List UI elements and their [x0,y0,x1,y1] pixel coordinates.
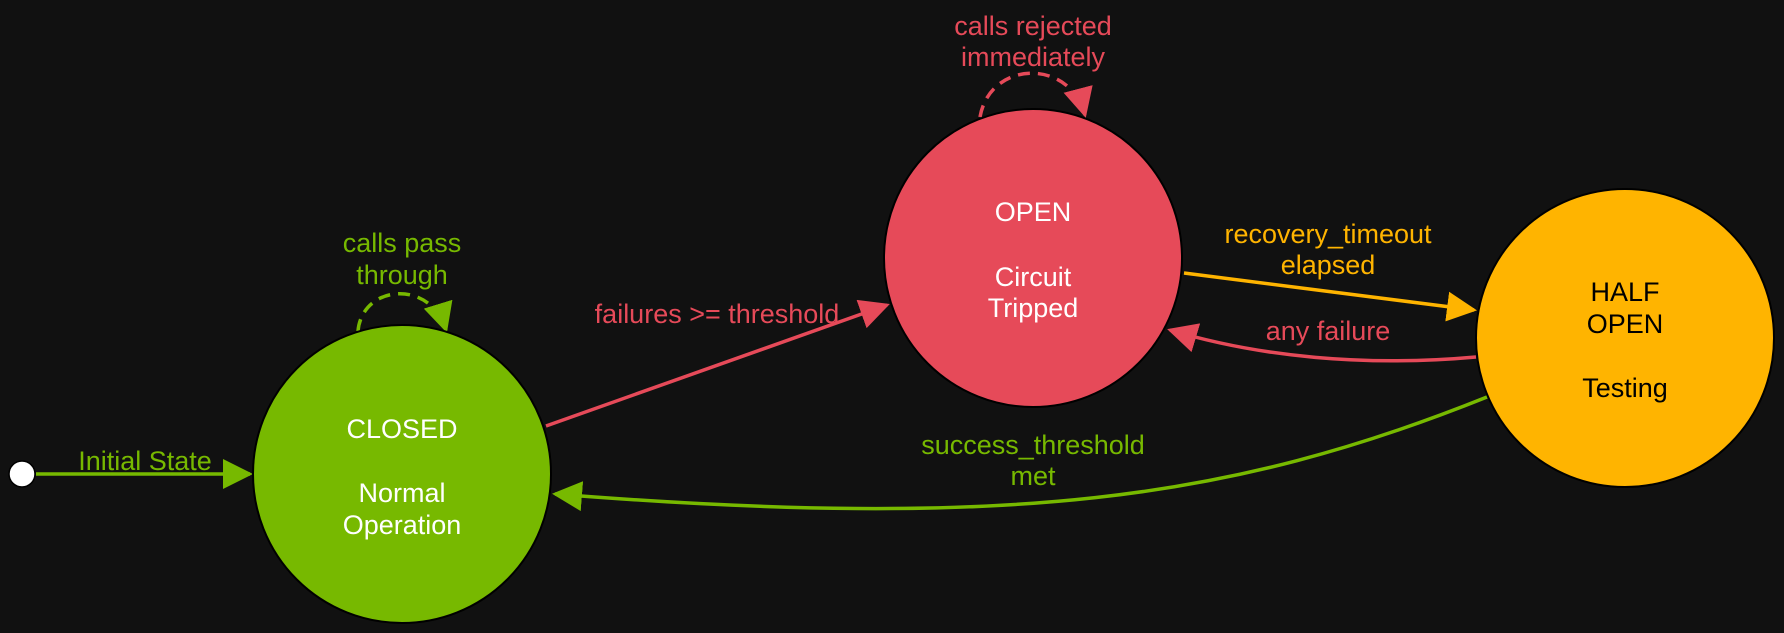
state-closed-circle [252,324,552,624]
half-to-open-arrow [1167,323,1477,363]
state-half-open-circle [1475,188,1775,488]
closed-to-open-label: failures >= threshold [595,299,840,329]
state-open-name: OPEN [995,197,1072,227]
half-to-open-label: any failure [1266,316,1391,346]
open-to-half-label-line2: elapsed [1281,250,1376,280]
half-to-closed-arrow [552,395,1488,512]
half-to-closed-label-line2: met [1010,461,1056,491]
state-closed: CLOSED Normal Operation [252,324,552,624]
state-open: OPEN Circuit Tripped [883,108,1183,408]
state-closed-desc-line1: Normal [358,478,445,508]
closed-self-loop [356,291,453,333]
state-half-open: HALF OPEN Testing [1475,188,1775,488]
closed-self-label-line1: calls pass [343,228,462,258]
state-half-open-name-line2: OPEN [1587,309,1664,339]
open-self-label-line1: calls rejected [954,11,1112,41]
initial-label: Initial State [78,446,212,476]
half-to-closed-label-line1: success_threshold [921,430,1145,460]
state-open-desc-line2: Tripped [988,293,1079,323]
state-half-open-name-line1: HALF [1590,277,1659,307]
state-half-open-desc: Testing [1582,373,1668,403]
state-closed-name: CLOSED [346,414,457,444]
state-open-circle [883,108,1183,408]
open-self-loop [978,71,1093,118]
closed-self-label-line2: through [356,260,448,290]
open-to-half-label-line1: recovery_timeout [1224,219,1432,249]
start-point [8,460,36,488]
state-closed-desc-line2: Operation [343,510,462,540]
state-open-desc-line1: Circuit [995,262,1072,292]
open-self-label-line2: immediately [961,42,1106,72]
closed-to-open-arrow [545,299,890,428]
open-to-half-arrow [1183,271,1477,322]
